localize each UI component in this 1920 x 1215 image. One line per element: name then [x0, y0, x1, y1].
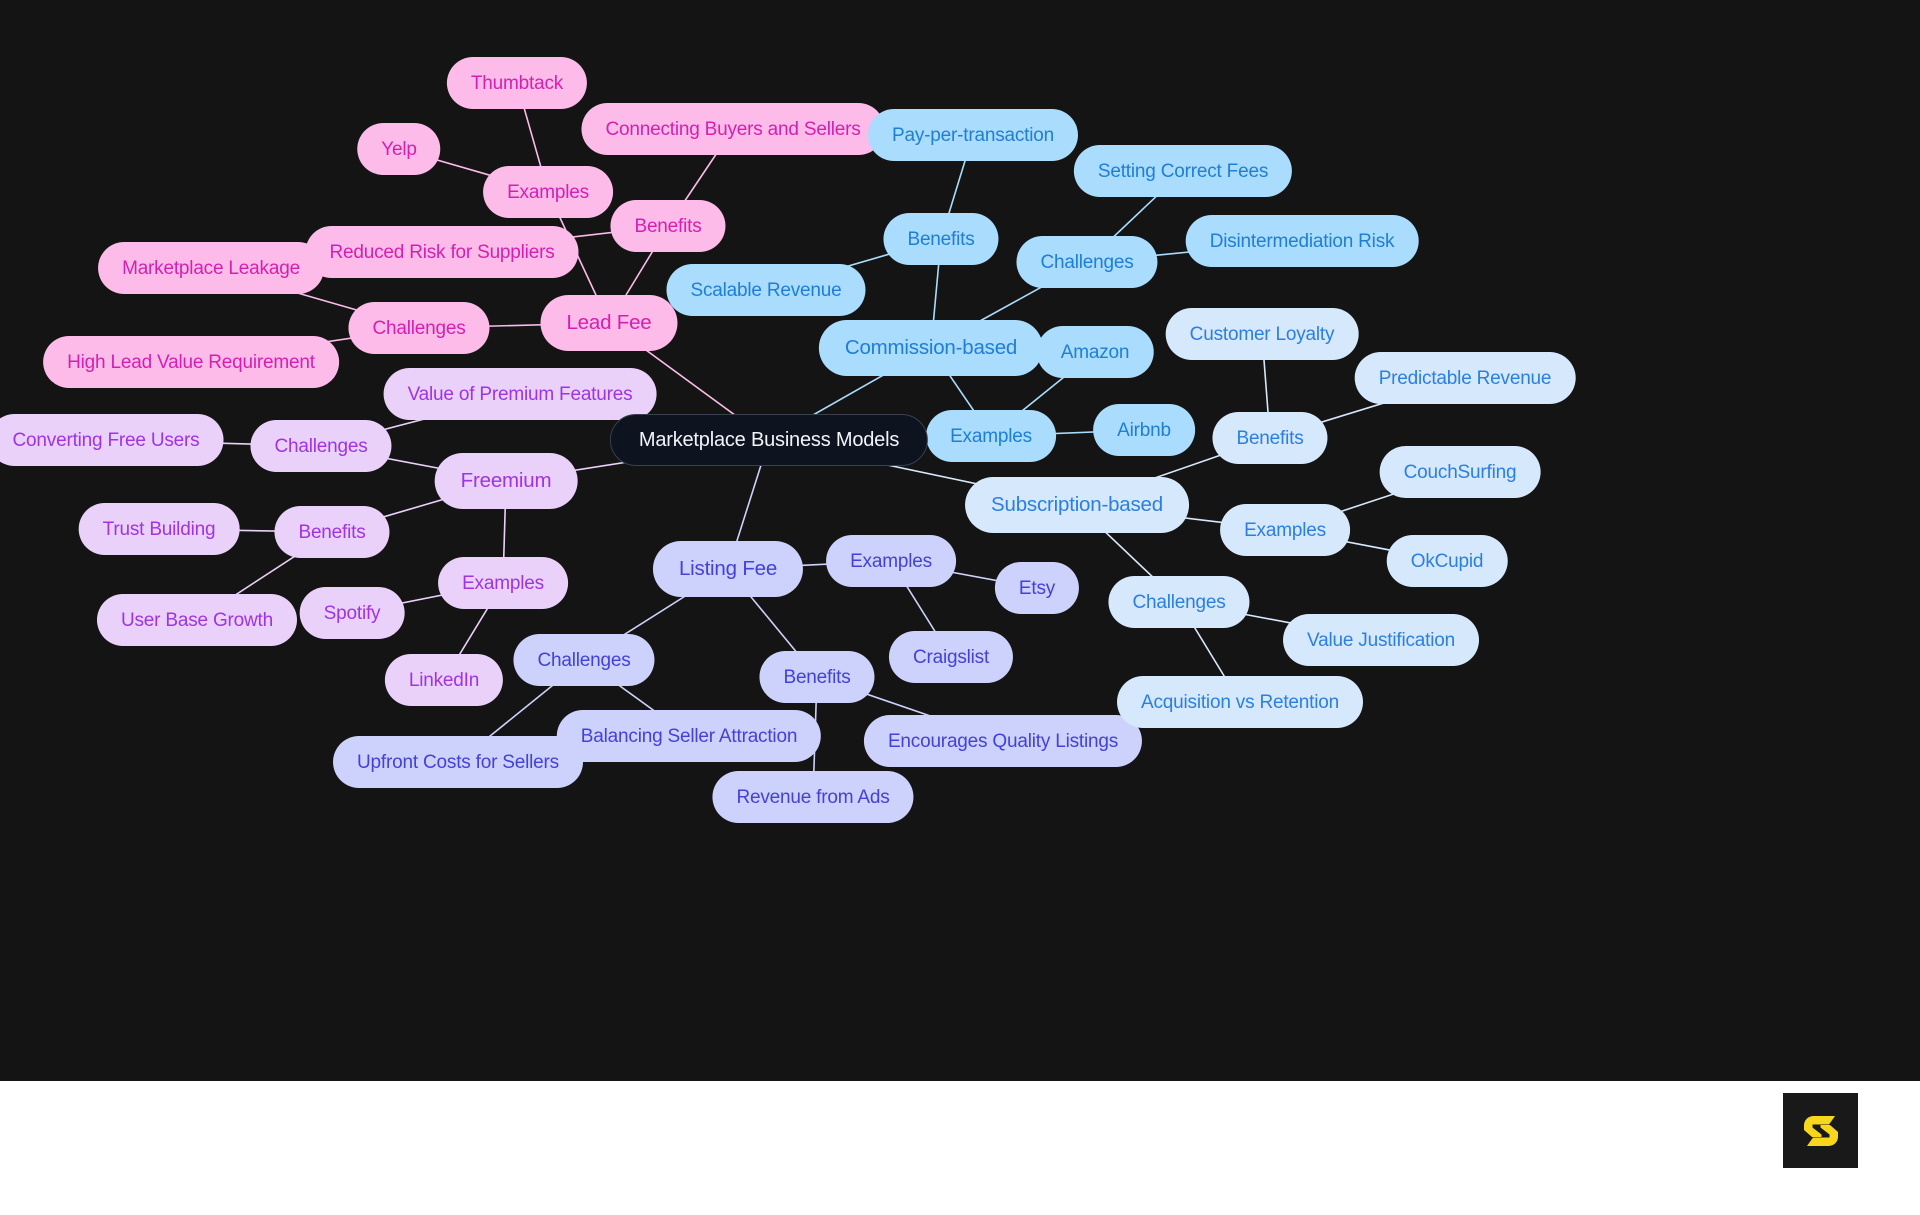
node-thumbtack[interactable]: Thumbtack	[446, 57, 588, 109]
node-lead-fee-challenges[interactable]: Challenges	[348, 302, 490, 354]
node-amazon[interactable]: Amazon	[1036, 326, 1154, 378]
node-subscription-based-examples[interactable]: Examples	[1220, 504, 1350, 556]
node-converting-free-users[interactable]: Converting Free Users	[0, 414, 224, 466]
node-commission-based-benefits[interactable]: Benefits	[883, 213, 999, 265]
node-yelp[interactable]: Yelp	[357, 123, 441, 175]
node-freemium-benefits[interactable]: Benefits	[274, 506, 390, 558]
node-high-lead-value-requirement[interactable]: High Lead Value Requirement	[43, 336, 339, 388]
node-reduced-risk-for-suppliers[interactable]: Reduced Risk for Suppliers	[305, 226, 579, 278]
node-scalable-revenue[interactable]: Scalable Revenue	[666, 264, 866, 316]
node-listing-fee-benefits[interactable]: Benefits	[759, 651, 875, 703]
node-value-justification[interactable]: Value Justification	[1283, 614, 1479, 666]
node-commission-based-examples[interactable]: Examples	[926, 410, 1056, 462]
node-balancing-seller-attraction[interactable]: Balancing Seller Attraction	[556, 710, 822, 762]
node-freemium[interactable]: Freemium	[434, 453, 578, 509]
brand-logo	[1783, 1093, 1858, 1168]
node-okcupid[interactable]: OkCupid	[1386, 535, 1508, 587]
node-linkedin[interactable]: LinkedIn	[384, 654, 504, 706]
node-listing-fee[interactable]: Listing Fee	[652, 541, 804, 597]
node-craigslist[interactable]: Craigslist	[888, 631, 1014, 683]
node-airbnb[interactable]: Airbnb	[1093, 404, 1195, 456]
node-freemium-challenges[interactable]: Challenges	[250, 420, 392, 472]
node-commission-based[interactable]: Commission-based	[818, 320, 1044, 376]
node-trust-building[interactable]: Trust Building	[78, 503, 240, 555]
node-marketplace-leakage[interactable]: Marketplace Leakage	[98, 242, 324, 294]
node-value-of-premium-features[interactable]: Value of Premium Features	[383, 368, 657, 420]
node-lead-fee-benefits[interactable]: Benefits	[610, 200, 726, 252]
node-listing-fee-challenges[interactable]: Challenges	[513, 634, 655, 686]
node-lead-fee-examples[interactable]: Examples	[483, 166, 613, 218]
node-etsy[interactable]: Etsy	[994, 562, 1080, 614]
node-lead-fee[interactable]: Lead Fee	[540, 295, 678, 351]
node-spotify[interactable]: Spotify	[299, 587, 405, 639]
node-root-marketplace-business-models[interactable]: Marketplace Business Models	[609, 414, 929, 466]
node-acquisition-vs-retention[interactable]: Acquisition vs Retention	[1117, 676, 1363, 728]
node-predictable-revenue[interactable]: Predictable Revenue	[1354, 352, 1576, 404]
node-customer-loyalty[interactable]: Customer Loyalty	[1165, 308, 1359, 360]
node-freemium-examples[interactable]: Examples	[438, 557, 568, 609]
node-subscription-based[interactable]: Subscription-based	[965, 477, 1189, 533]
node-subscription-based-benefits[interactable]: Benefits	[1212, 412, 1328, 464]
node-connecting-buyers-and-sellers[interactable]: Connecting Buyers and Sellers	[581, 103, 885, 155]
node-encourages-quality-listings[interactable]: Encourages Quality Listings	[863, 715, 1143, 767]
node-commission-based-challenges[interactable]: Challenges	[1016, 236, 1158, 288]
node-subscription-based-challenges[interactable]: Challenges	[1108, 576, 1250, 628]
node-user-base-growth[interactable]: User Base Growth	[96, 594, 298, 646]
node-listing-fee-examples[interactable]: Examples	[826, 535, 956, 587]
node-revenue-from-ads[interactable]: Revenue from Ads	[712, 771, 914, 823]
node-upfront-costs-for-sellers[interactable]: Upfront Costs for Sellers	[333, 736, 583, 788]
node-disintermediation-risk[interactable]: Disintermediation Risk	[1185, 215, 1419, 267]
node-setting-correct-fees[interactable]: Setting Correct Fees	[1073, 145, 1293, 197]
stylized-s-logo-icon	[1803, 1115, 1838, 1146]
node-pay-per-transaction[interactable]: Pay-per-transaction	[868, 109, 1078, 161]
node-couchsurfing[interactable]: CouchSurfing	[1379, 446, 1541, 498]
